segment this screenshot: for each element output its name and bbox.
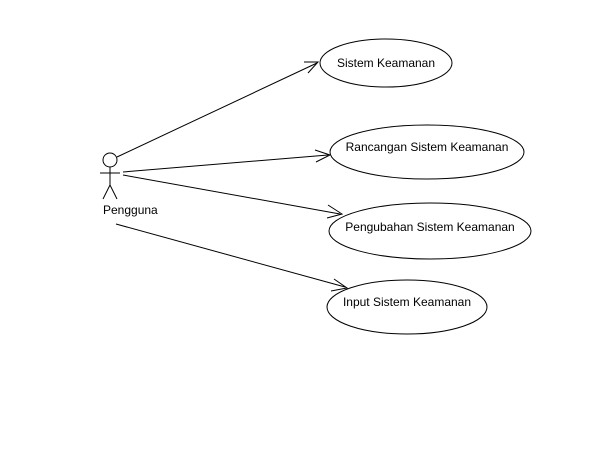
use-case-ellipse: [326, 279, 488, 335]
association-line: [122, 174, 341, 215]
associations: [115, 61, 349, 292]
association-line: [116, 62, 318, 158]
use-case-label: Sistem Keamanan: [337, 56, 435, 70]
association-rancangan-sistem-keamanan: [122, 149, 332, 173]
use-case-ellipse: [319, 38, 453, 88]
association-input-sistem-keamanan: [115, 223, 349, 292]
use-case-label: Rancangan Sistem Keamanan: [346, 140, 509, 154]
use-case-ellipse: [329, 124, 525, 180]
use-case-rancangan-sistem-keamanan[interactable]: Rancangan Sistem Keamanan: [329, 124, 525, 180]
actor-head: [102, 152, 118, 168]
use-case-sistem-keamanan[interactable]: Sistem Keamanan: [319, 38, 453, 88]
use-case-label: Input Sistem Keamanan: [343, 295, 471, 309]
actor-label: Pengguna: [103, 203, 158, 217]
use-case-pengubahan-sistem-keamanan[interactable]: Pengubahan Sistem Keamanan: [328, 202, 532, 260]
use-case-ellipse: [328, 202, 532, 260]
use-case-input-sistem-keamanan[interactable]: Input Sistem Keamanan: [326, 279, 488, 335]
arrow-head-icon: [330, 278, 349, 292]
actor-left-leg: [102, 184, 111, 200]
use-case-label: Pengubahan Sistem Keamanan: [345, 220, 514, 234]
arrow-head-icon: [314, 149, 332, 163]
association-line: [115, 223, 346, 288]
actor-right-leg: [109, 184, 118, 200]
actor-pengguna: [100, 152, 120, 200]
association-pengubahan-sistem-keamanan: [122, 174, 344, 219]
association-line: [122, 154, 329, 173]
arrow-head-icon: [304, 61, 320, 74]
association-sistem-keamanan: [116, 61, 320, 158]
arrow-head-icon: [326, 204, 344, 219]
